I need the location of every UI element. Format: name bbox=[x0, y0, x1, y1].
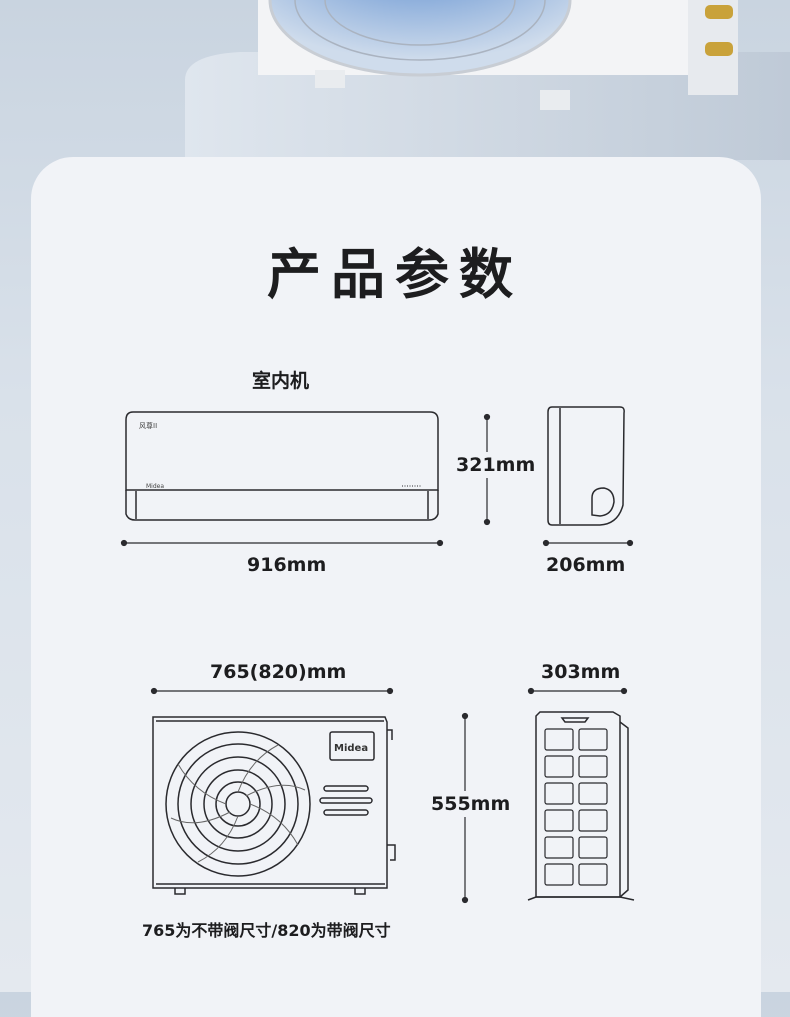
outdoor-depth-label: 303mm bbox=[541, 661, 621, 683]
outdoor-unit-front-drawing: Midea bbox=[152, 716, 396, 895]
indoor-width-label: 916mm bbox=[247, 554, 327, 576]
indoor-brand-logo: Midea bbox=[146, 483, 164, 490]
outdoor-brand-logo: Midea bbox=[334, 743, 368, 754]
indoor-height-label: 321mm bbox=[456, 452, 536, 478]
outdoor-height-label: 555mm bbox=[431, 791, 511, 817]
outdoor-width-label: 765(820)mm bbox=[210, 661, 347, 683]
page-title: 产品参数 bbox=[267, 243, 523, 306]
outdoor-size-note: 765为不带阀尺寸/820为带阀尺寸 bbox=[142, 921, 391, 940]
outdoor-unit-side-drawing bbox=[527, 711, 635, 901]
dimension-drawings: 风尊II Midea Midea bbox=[120, 406, 635, 904]
indoor-depth-label: 206mm bbox=[546, 554, 626, 576]
indoor-unit-front-drawing: 风尊II Midea bbox=[125, 411, 439, 521]
indoor-unit-side-drawing bbox=[547, 406, 625, 526]
indoor-panel-text: 风尊II bbox=[139, 421, 157, 430]
indoor-unit-label: 室内机 bbox=[252, 370, 310, 392]
product-photo bbox=[185, 0, 790, 160]
